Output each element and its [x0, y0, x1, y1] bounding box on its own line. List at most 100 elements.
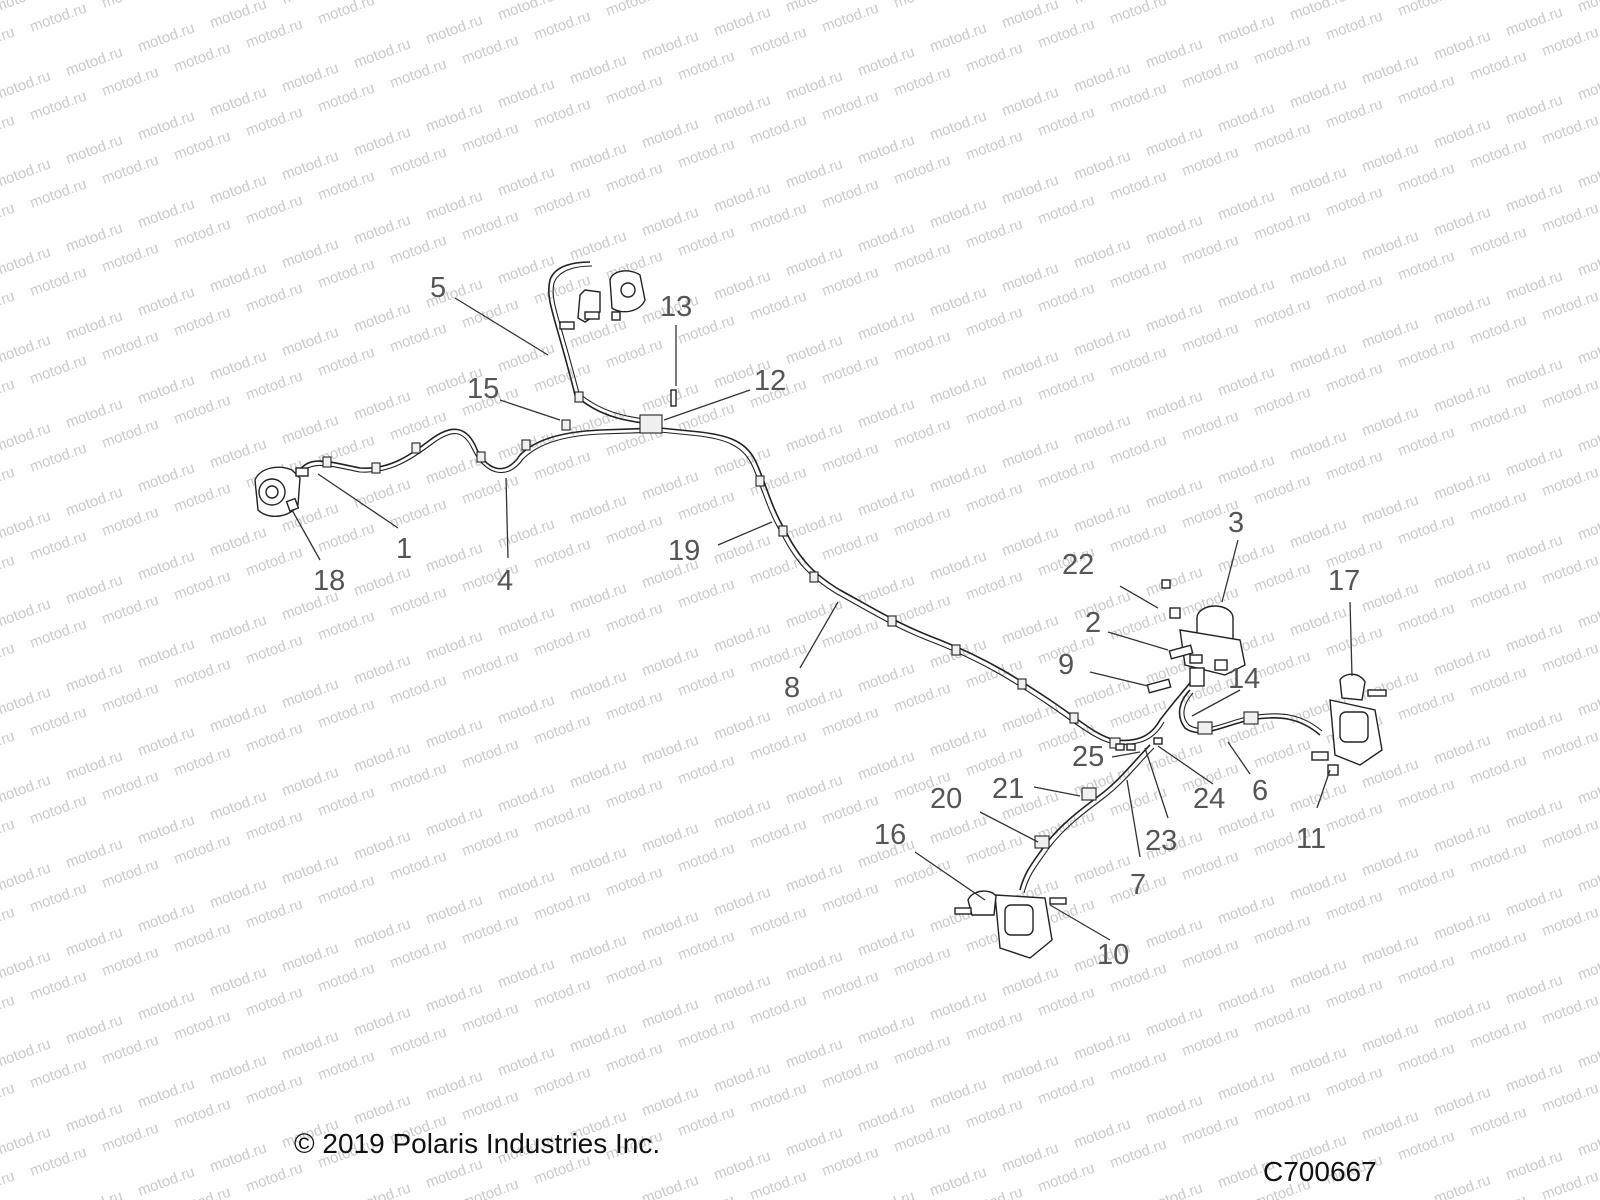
watermark-text: motod.ru	[208, 964, 269, 1000]
watermark-text: motod.ru	[820, 880, 881, 916]
watermark-text: motod.ru	[856, 1100, 917, 1136]
watermark-text: motod.ru	[928, 372, 989, 408]
line-clips	[322, 391, 1259, 849]
watermark-text: motod.ru	[784, 420, 845, 456]
watermark-text: motod.ru	[1324, 1064, 1385, 1100]
watermark-text: motod.ru	[1324, 624, 1385, 660]
watermark-text: motod.ru	[0, 1036, 53, 1072]
watermark-text: motod.ru	[1144, 564, 1205, 600]
watermark-text: motod.ru	[1108, 1136, 1169, 1172]
watermark-text: motod.ru	[460, 1176, 521, 1200]
watermark-text: motod.ru	[172, 216, 233, 252]
watermark-text: motod.ru	[604, 952, 665, 988]
watermark-text: motod.ru	[1144, 1004, 1205, 1040]
watermark-text: motod.ru	[820, 440, 881, 476]
watermark-text: motod.ru	[424, 1068, 485, 1104]
watermark-text: motod.ru	[532, 184, 593, 220]
callout-10: 10	[1097, 939, 1129, 971]
watermark-text: motod.ru	[1144, 300, 1205, 336]
watermark-text: motod.ru	[0, 244, 53, 280]
watermark-text: motod.ru	[892, 416, 953, 452]
watermark-text: motod.ru	[1252, 120, 1313, 156]
watermark-text: motod.ru	[1324, 96, 1385, 132]
watermark-text: motod.ru	[64, 924, 125, 960]
watermark-text: motod.ru	[28, 0, 89, 36]
watermark-text: motod.ru	[856, 44, 917, 80]
watermark-text: motod.ru	[388, 672, 449, 708]
watermark-text: motod.ru	[928, 988, 989, 1024]
watermark-text: motod.ru	[1504, 532, 1565, 568]
watermark-text: motod.ru	[928, 548, 989, 584]
watermark-text: motod.ru	[244, 720, 305, 756]
watermark-text: motod.ru	[532, 888, 593, 924]
watermark-text: motod.ru	[1108, 344, 1169, 380]
watermark-text: motod.ru	[1432, 908, 1493, 944]
watermark-text: motod.ru	[1072, 324, 1133, 360]
watermark-text: motod.ru	[424, 804, 485, 840]
watermark-text: motod.ru	[928, 1076, 989, 1112]
watermark-text: motod.ru	[892, 504, 953, 540]
watermark-text: motod.ru	[1252, 1088, 1313, 1124]
watermark-text: motod.ru	[244, 192, 305, 228]
watermark-text: motod.ru	[1144, 388, 1205, 424]
watermark-text: motod.ru	[172, 920, 233, 956]
watermark-text: motod.ru	[460, 1088, 521, 1124]
watermark-text: motod.ru	[892, 680, 953, 716]
callout-14: 14	[1228, 663, 1260, 695]
watermark-text: motod.ru	[1540, 1080, 1600, 1116]
watermark-text: motod.ru	[964, 128, 1025, 164]
watermark-text: motod.ru	[1468, 576, 1529, 612]
watermark-text: motod.ru	[1468, 48, 1529, 84]
watermark-text: motod.ru	[1432, 556, 1493, 592]
callout-16: 16	[874, 819, 906, 851]
watermark-text: motod.ru	[136, 372, 197, 408]
callout-9: 9	[1058, 649, 1074, 681]
watermark-text: motod.ru	[136, 460, 197, 496]
watermark-text: motod.ru	[604, 1040, 665, 1076]
callout-7: 7	[1130, 869, 1146, 901]
watermark-text: motod.ru	[1504, 708, 1565, 744]
watermark-text: motod.ru	[1504, 1060, 1565, 1096]
watermark-text: motod.ru	[0, 200, 17, 236]
watermark-text: motod.ru	[712, 884, 773, 920]
watermark-text: motod.ru	[712, 268, 773, 304]
watermark-text: motod.ru	[1432, 1084, 1493, 1120]
watermark-text: motod.ru	[964, 1096, 1025, 1132]
watermark-text: motod.ru	[1072, 60, 1133, 96]
watermark-text: motod.ru	[100, 1032, 161, 1068]
watermark-text: motod.ru	[1576, 156, 1600, 192]
callout-labels: 5 15 13 12 1 4 18 19 8 22 2 9 3 14 17 11…	[313, 272, 1360, 971]
right-rear-caliper	[1311, 673, 1387, 776]
watermark-text: motod.ru	[676, 752, 737, 788]
watermark-text: motod.ru	[1252, 1000, 1313, 1036]
watermark-text: motod.ru	[1432, 644, 1493, 680]
watermark-text: motod.ru	[280, 676, 341, 712]
watermark-text: motod.ru	[1000, 436, 1061, 472]
watermark-text: motod.ru	[496, 604, 557, 640]
watermark-text: motod.ru	[532, 360, 593, 396]
watermark-text: motod.ru	[1324, 272, 1385, 308]
watermark-text: motod.ru	[28, 528, 89, 564]
watermark-text: motod.ru	[1144, 212, 1205, 248]
watermark-text: motod.ru	[1468, 400, 1529, 436]
watermark-text: motod.ru	[748, 1080, 809, 1116]
watermark-text: motod.ru	[784, 948, 845, 984]
watermark-text: motod.ru	[316, 608, 377, 644]
watermark-text: motod.ru	[604, 600, 665, 636]
watermark-text: motod.ru	[388, 232, 449, 268]
watermark-text: motod.ru	[1576, 860, 1600, 896]
watermark-text: motod.ru	[316, 80, 377, 116]
watermark-text: motod.ru	[892, 328, 953, 364]
watermark-text: motod.ru	[820, 704, 881, 740]
watermark-text: motod.ru	[928, 460, 989, 496]
watermark-text: motod.ru	[1216, 892, 1277, 928]
watermark-text: motod.ru	[460, 912, 521, 948]
watermark-text: motod.ru	[820, 88, 881, 124]
watermark-text: motod.ru	[964, 568, 1025, 604]
watermark-text: motod.ru	[316, 960, 377, 996]
watermark-text: motod.ru	[1180, 1024, 1241, 1060]
watermark-text: motod.ru	[784, 244, 845, 280]
watermark-text: motod.ru	[1540, 376, 1600, 412]
watermark-text: motod.ru	[1252, 648, 1313, 684]
callout-2: 2	[1085, 607, 1101, 639]
